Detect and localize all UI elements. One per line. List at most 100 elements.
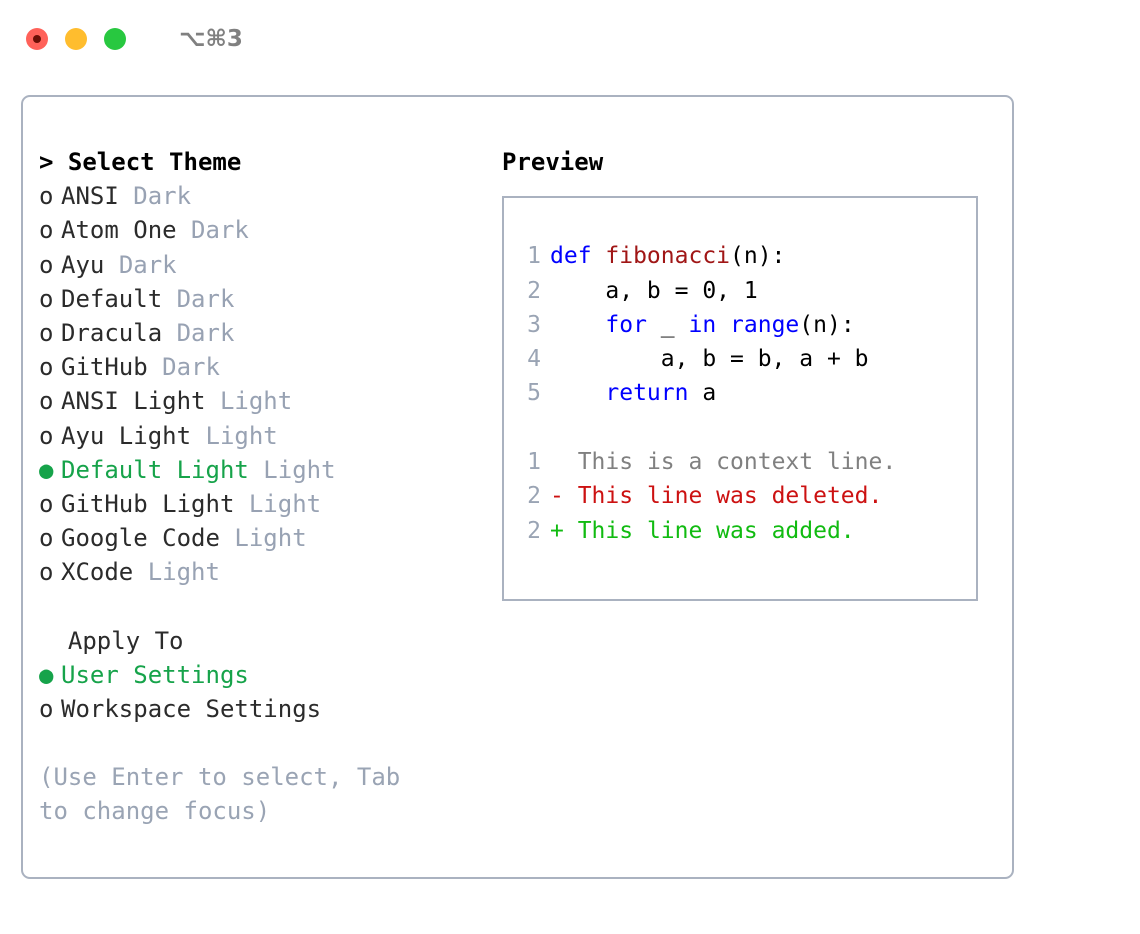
- code-line: 5 return a: [518, 376, 970, 410]
- theme-option-label: ANSI: [61, 182, 119, 211]
- radio-unselected-icon: o: [39, 319, 54, 348]
- theme-variant-badge: Light: [234, 524, 307, 553]
- theme-variant-badge: Dark: [191, 216, 249, 245]
- theme-option-default-light[interactable]: ●Default Light Light: [39, 453, 499, 487]
- code-token: def: [550, 243, 606, 270]
- code-token: (n):: [730, 243, 786, 270]
- theme-variant-badge: Light: [263, 455, 336, 484]
- code-token: [716, 312, 730, 338]
- diff-snippet: 1 This is a context line.2- This line wa…: [518, 445, 970, 548]
- theme-option-label: Atom One: [61, 216, 177, 245]
- line-number: 4: [527, 346, 541, 373]
- zoom-button[interactable]: [104, 28, 126, 50]
- code-token: range: [730, 311, 800, 338]
- keyboard-hint: (Use Enter to select, Tab to change focu…: [39, 763, 415, 826]
- diff-marker: +: [550, 517, 578, 544]
- line-number: 1: [527, 448, 541, 475]
- diff-marker: -: [550, 483, 578, 510]
- code-token: in: [688, 311, 717, 338]
- preview-heading: Preview: [502, 148, 604, 176]
- theme-option-label: GitHub: [61, 353, 148, 382]
- theme-option-label: GitHub Light: [61, 490, 235, 519]
- theme-variant-badge: Dark: [176, 284, 235, 313]
- line-number: 5: [527, 380, 541, 407]
- code-token: return: [605, 380, 689, 407]
- theme-option-label: Dracula: [61, 319, 163, 348]
- code-token: a, b = 0, 1: [550, 277, 758, 304]
- code-token: [550, 312, 605, 338]
- theme-variant-badge: Dark: [162, 353, 220, 382]
- theme-variant-badge: Light: [219, 387, 293, 416]
- theme-variant-badge: Light: [248, 490, 322, 519]
- radio-unselected-icon: o: [39, 558, 54, 587]
- minimize-button[interactable]: [65, 28, 87, 50]
- line-number: 3: [527, 311, 541, 338]
- theme-variant-badge: Dark: [118, 250, 177, 279]
- theme-variant-badge: Dark: [133, 182, 192, 211]
- theme-option-label: Ayu: [61, 250, 105, 279]
- theme-variant-badge: Dark: [176, 319, 235, 348]
- diff-line-del: 2- This line was deleted.: [518, 479, 970, 513]
- radio-unselected-icon: o: [39, 490, 54, 519]
- radio-unselected-icon: o: [39, 284, 54, 313]
- apply-to-heading: Apply To: [39, 626, 184, 655]
- theme-option-label: Default: [61, 284, 163, 313]
- keyboard-shortcut-label: ⌥⌘3: [179, 26, 243, 52]
- code-token: _: [646, 311, 689, 338]
- theme-option-label: Default Light: [61, 455, 249, 484]
- line-number: 2: [527, 483, 541, 510]
- diff-text: This line was deleted.: [577, 483, 883, 510]
- theme-variant-badge: Light: [147, 558, 220, 587]
- radio-selected-icon: ●: [39, 660, 54, 689]
- line-number: 2: [527, 517, 541, 544]
- select-theme-heading: > Select Theme: [39, 148, 242, 176]
- diff-line-ctx: 1 This is a context line.: [518, 445, 970, 479]
- line-number: 1: [527, 243, 541, 270]
- diff-line-add: 2+ This line was added.: [518, 514, 970, 548]
- apply-to-option-label: User Settings: [61, 660, 249, 689]
- radio-unselected-icon: o: [39, 182, 54, 211]
- theme-option-label: ANSI Light: [61, 387, 206, 416]
- radio-unselected-icon: o: [39, 524, 54, 553]
- code-line: 2 a, b = 0, 1: [518, 274, 970, 308]
- code-diff-spacer: [518, 411, 970, 445]
- radio-selected-icon: ●: [39, 455, 54, 484]
- radio-unselected-icon: o: [39, 353, 54, 382]
- theme-variant-badge: Light: [205, 421, 278, 450]
- radio-unselected-icon: o: [39, 250, 54, 279]
- line-number: 2: [527, 277, 541, 304]
- radio-unselected-icon: o: [39, 695, 54, 724]
- traffic-lights: [26, 28, 126, 50]
- theme-option-label: XCode: [61, 558, 134, 587]
- code-token: [550, 380, 605, 406]
- apply-to-option-user-settings[interactable]: ●User Settings: [39, 658, 499, 692]
- radio-unselected-icon: o: [39, 387, 54, 416]
- diff-text: This is a context line.: [577, 448, 897, 475]
- close-button[interactable]: [26, 28, 48, 50]
- code-line: 3 for _ in range(n):: [518, 308, 970, 342]
- code-token: a: [688, 380, 717, 407]
- title-bar: ⌥⌘3: [0, 0, 1140, 78]
